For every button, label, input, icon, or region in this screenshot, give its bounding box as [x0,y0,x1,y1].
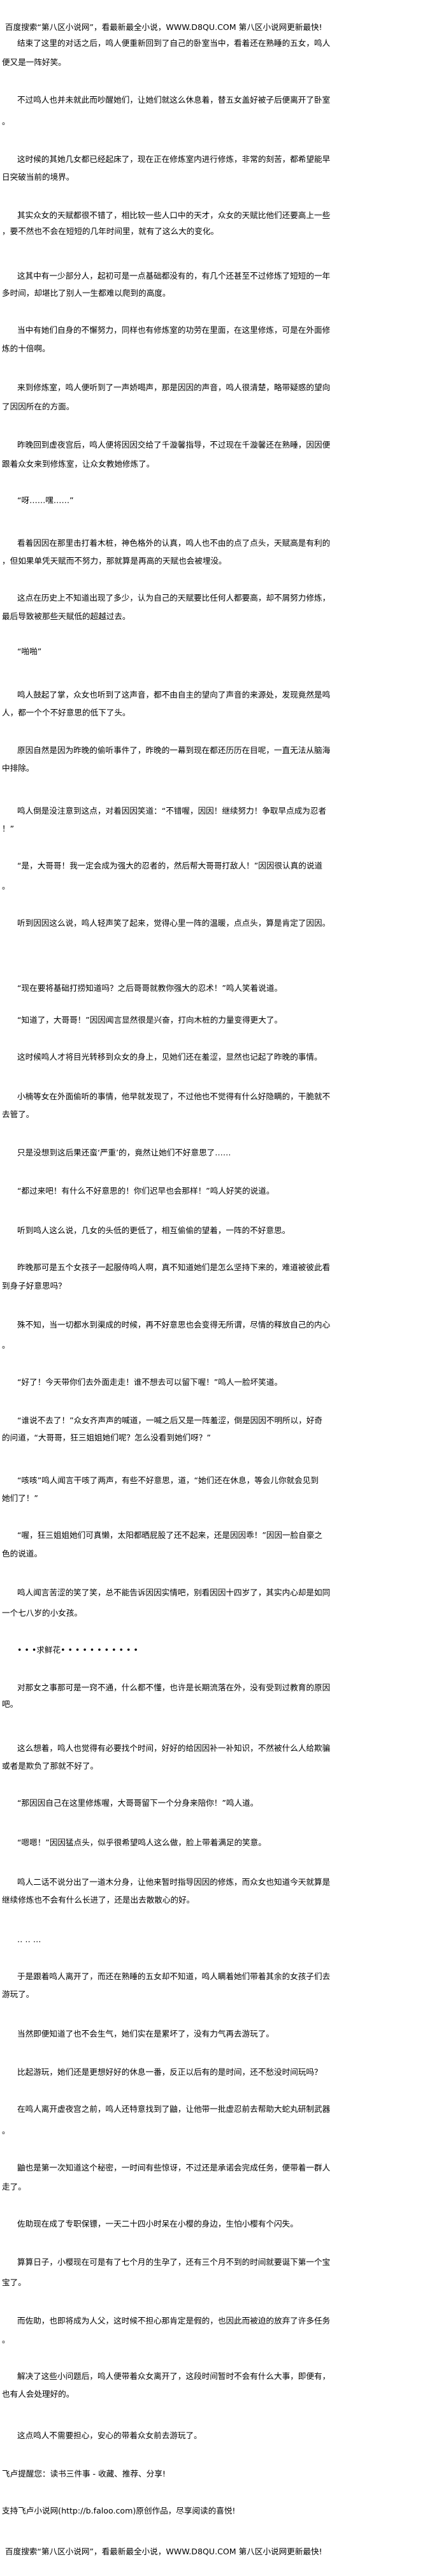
paragraph-line: 中排除。 [2,763,34,773]
paragraph-line: 跟着众女来到修炼室，让众女教她修炼了。 [2,459,155,469]
paragraph-line: 比起游玩，她们还是更想好好的休息一番，反正以后有的是时间，还不愁没时间玩吗？ [17,2067,322,2077]
paragraph-line: 日突破当前的境界。 [2,172,75,182]
paragraph-line: “现在要将基础打捞知道吗？之后哥哥就教你强大的忍术！”鸣人笑着说道。 [17,983,283,993]
paragraph-line: 吧。 [2,1699,18,1709]
paragraph-line: 到身子好意思吗？ [2,1281,66,1291]
paragraph-line: • • •求鲜花• • • • • • • • • • • [17,1645,138,1655]
paragraph-line: 殊不知，当一切都水到渠成的时候，再不好意思也会变得无所谓，尽情的释放自己的内心 [17,1320,331,1329]
paragraph-line: ‥ ‥ … [17,1935,41,1944]
paragraph-line: 鸣人倒是没注意到这点，对着因因笑道：“不错喔，因因！继续努力！争取早点成为忍者 [17,806,327,816]
paragraph-line: 或者是欺负了那就不好了。 [2,1761,99,1771]
paragraph-line: 来到修炼室，鸣人便听到了一声娇喝声，那是因因的声音，鸣人很清楚，略带疑惑的望向 [17,383,331,392]
paragraph-line: 算算日子，小樱现在可是有了七个月的生孕了，还有三个月不到的时间就要诞下第一个宝 [17,2257,331,2267]
paragraph-line: 这时候的其她几女都已经起床了，现在正在修炼室内进行修炼，非常的刻苦，都希望能早 [17,154,331,164]
paragraph-line: 这其中有一少部分人，起初可是一点基础都没有的，有几个还甚至不过修炼了短短的一年 [17,271,331,281]
paragraph-line: 多时间，却堪比了别人一生都难以爬到的高度。 [2,288,171,298]
paragraph-line: 一个七八岁的小女孩。 [2,1608,82,1618]
reading-reminder: 飞卢提醒您：读书三件事 - 收藏、推荐、分享! [2,2469,166,2478]
paragraph-line: 看着因因在那里击打着木桩，神色格外的认真，鸣人也不由的点了点头，天赋高是有利的 [17,538,331,548]
paragraph-line: 解决了这些小问题后，鸣人便带着众女离开了，这段时间暂时不会有什么大事，即便有， [17,2371,331,2381]
site-banner-top: 百度搜索“第八区小说网”，看最新最全小说，WWW.D8QU.COM 第八区小说网… [5,22,322,32]
paragraph-line: “咳咳”鸣人闻言干咳了两声，有些不好意思，道，“她们还在休息，等会儿你就会见到 [17,1475,319,1485]
paragraph-line: 。 [2,2126,10,2135]
paragraph-line: 这点在历史上不知道出现了多少，认为自己的天赋要比任何人都要高，却不屑努力修炼， [17,593,331,603]
paragraph-line: 鸣人闻言苦涩的笑了笑，总不能告诉因因实情吧，别看因因十四岁了，其实内心却是如同 [17,1588,331,1597]
paragraph-line: ，但如果单凭天赋而不努力，那就算是再高的天赋也会被埋没。 [2,556,227,566]
site-support-notice: 支持飞卢小说网(http://b.faloo.com)原创作品，尽享阅读的喜悦! [2,2506,236,2515]
paragraph-line: 的问道，“大哥哥，狂三姐姐她们呢？怎么没看到她们呀？” [2,1433,211,1442]
paragraph-line: 。 [2,117,10,126]
paragraph-line: “嗯嗯！”因因猛点头，似乎很希望鸣人这么做，脸上带着满足的笑意。 [17,1838,266,1847]
paragraph-line: 在鸣人离开虚夜宫之前，鸣人还特意找到了鼬，让他带一批虚忍前去帮助大蛇丸研制武器 [17,2104,331,2114]
paragraph-line: 这么想着，鸣人也觉得有必要找个时间，好好的给因因补一补知识，不然被什么人给欺骗 [17,1743,331,1753]
paragraph-line: 也有人会处理好的。 [2,2389,75,2399]
paragraph-line: “知道了，大哥哥！”因因闻言显然很是兴奋，打向木桩的力量变得更大了。 [17,1015,283,1025]
paragraph-line: 结束了这里的对话之后，鸣人便重新回到了自己的卧室当中，看着还在熟睡的五女，鸣人 [17,38,331,48]
paragraph-line: 去管了。 [2,1109,34,1119]
paragraph-line: 不过鸣人也并未就此而吵醒她们，让她们就这么休息着，替五女盖好被子后便离开了卧室 [17,95,331,105]
paragraph-line: 听到因因这么说，鸣人轻声笑了起来，觉得心里一阵的温暖，点点头，算是肯定了因因。 [17,918,331,928]
paragraph-line: 昨晚回到虚夜宫后，鸣人便将因因交给了千漩馨指导，不过现在千漩馨还在熟睡，因因便 [17,440,331,450]
paragraph-line: 这时候鸣人才将目光转移到众女的身上，见她们还在羞涩，显然也记起了昨晚的事情。 [17,1052,322,1062]
paragraph-line: “呀……嘿……” [17,495,74,505]
paragraph-line: 她们了！” [2,1493,38,1503]
paragraph-line: 听到鸣人这么说，几女的头低的更低了，相互偷偷的望着，一阵的不好意思。 [17,1226,291,1235]
paragraph-line: 宝了。 [2,2278,26,2287]
paragraph-line: ！” [2,824,15,833]
paragraph-line: 。 [2,881,10,891]
paragraph-line: 走了。 [2,2182,26,2192]
paragraph-line: ，要不然也不会在短短的几年时间里，就有了这么大的变化。 [2,226,219,236]
paragraph-line: 对那女之事那可是一窍不通，什么都不懂，也许是长期流落在外，没有受到过教育的原因 [17,1683,331,1692]
paragraph-line: 只是没想到这后果还蛮‘严重’的，竟然让她们不好意思了…… [17,1148,231,1157]
paragraph-line: “那因因自己在这里修炼喔，大哥哥留下一个分身来陪你！”鸣人道。 [17,1798,259,1808]
paragraph-line: 这点鸣人不需要担心，安心的带着众女前去游玩了。 [17,2431,202,2440]
paragraph-line: “是，大哥哥！我一定会成为强大的忍者的，然后帮大哥哥打敌人！”因因很认真的说道 [17,861,323,870]
site-banner-bottom: 百度搜索“第八区小说网”，看最新最全小说，WWW.D8QU.COM 第八区小说网… [5,2547,322,2556]
paragraph-line: 而佐助，也即将成为人父，这时候不担心那肯定是假的，也因此而被迫的放弃了许多任务 [17,2316,331,2325]
paragraph-line: 小楠等女在外面偷听的事情，他早就发现了，不过他也不觉得有什么好隐瞒的，干脆就不 [17,1092,331,1101]
paragraph-line: 原因自然是因为昨晚的偷听事件了，昨晚的一幕到现在都还历历在目呢，一直无法从脑海 [17,745,331,755]
paragraph-line: “啪啪” [17,647,42,656]
paragraph-line: 炼的十倍啊。 [2,344,50,353]
paragraph-line: 最后导致被那些天赋低的超越过去。 [2,611,131,621]
paragraph-line: “谁说不去了！”众女齐声声的喊道，一喊之后又是一阵羞涩，倒是因因不明所以，好奇 [17,1416,323,1425]
paragraph-line: “都过来吧！有什么不好意思的！你们迟早也会那样！”鸣人好笑的说道。 [17,1186,275,1196]
paragraph-line: 。 [2,2335,10,2345]
paragraph-line: 其实众女的天赋都很不错了，相比较一些人口中的天才，众女的天赋比他们还要高上一些 [17,210,331,220]
paragraph-line: 继续修炼也不会有什么长进了，还是出去散散心的好。 [2,1895,195,1905]
paragraph-line: 昨晚那可是五个女孩子一起服侍鸣人啊，真不知道她们是怎么坚持下来的，难道被彼此看 [17,1262,331,1272]
paragraph-line: “喔，狂三姐姐她们可真懒，太阳都晒屁股了还不起来，还是因因乖！”因因一脸自豪之 [17,1530,323,1540]
paragraph-line: 色的说道。 [2,1549,42,1558]
paragraph-line: 人，都一个个不好意思的低下了头。 [2,708,131,717]
paragraph-line: “好了！今天带你们去外面走走！谁不想去可以留下喔！”鸣人一脸坏笑道。 [17,1377,283,1387]
paragraph-line: 游玩了。 [2,1989,34,1999]
paragraph-line: 佐助现在成了专职保镖，一天二十四小时呆在小樱的身边，生怕小樱有个闪失。 [17,2219,298,2228]
paragraph-line: 了因因所在的方面。 [2,402,75,411]
paragraph-line: 。 [2,1340,10,1350]
paragraph-line: 当中有她们自身的不懈努力，同样也有修炼室的功劳在里面，在这里修炼，可是在外面修 [17,325,331,335]
paragraph-line: 于是跟着鸣人离开了，而还在熟睡的五女却不知道，鸣人瞒着她们带着其余的女孩子们去 [17,1972,331,1981]
paragraph-line: 鸣人二话不说分出了一道木分身，让他来暂时指导因因的修炼，而众女也知道今天就算是 [17,1877,331,1887]
paragraph-line: 鸣人鼓起了掌，众女也听到了这声音，都不由自主的望向了声音的来源处，发现竟然是鸣 [17,690,331,699]
paragraph-line: 当然即便知道了也不会生气，她们实在是累坏了，没有力气再去游玩了。 [17,2029,274,2038]
paragraph-line: 便又是一阵好笑。 [2,57,66,67]
paragraph-line: 鼬也是第一次知道这个秘密，一时间有些惊讶，不过还是承诺会完成任务，便带着一群人 [17,2163,331,2172]
